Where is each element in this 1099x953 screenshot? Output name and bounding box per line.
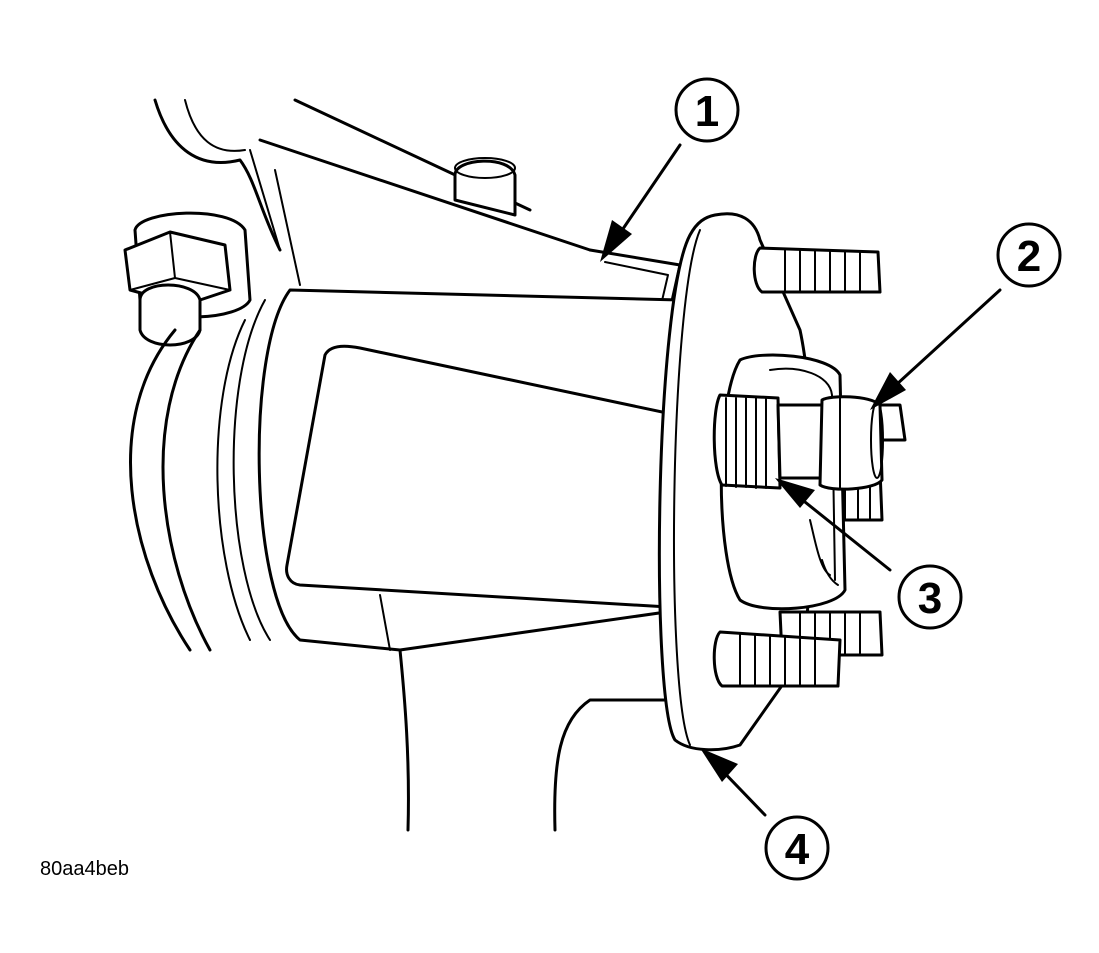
leader-arrows <box>600 143 1002 817</box>
arrowhead-2 <box>870 372 906 410</box>
callout-label-2: 2 <box>1017 232 1041 281</box>
callout-label-4: 4 <box>785 825 810 874</box>
steering-knuckle <box>153 98 682 832</box>
ball-joint-stud <box>453 157 517 217</box>
forcing-screw <box>712 393 834 490</box>
callout-label-1: 1 <box>695 87 719 136</box>
callout-1: 1 <box>674 77 740 143</box>
nut-cap <box>818 395 884 491</box>
leader-line-3 <box>788 488 892 572</box>
callout-4: 4 <box>764 815 830 881</box>
arrowhead-4 <box>700 748 738 782</box>
callout-label-3: 3 <box>918 574 942 623</box>
knuckle-outline <box>129 328 212 652</box>
wheel-studs <box>712 246 907 688</box>
figure-code: 80aa4beb <box>40 858 129 880</box>
leader-line-2 <box>883 288 1002 397</box>
callout-2: 2 <box>996 222 1062 288</box>
callout-3: 3 <box>897 564 963 630</box>
arrowhead-1 <box>600 220 632 262</box>
tie-rod-nut <box>123 211 252 347</box>
arrowhead-3 <box>775 478 815 508</box>
